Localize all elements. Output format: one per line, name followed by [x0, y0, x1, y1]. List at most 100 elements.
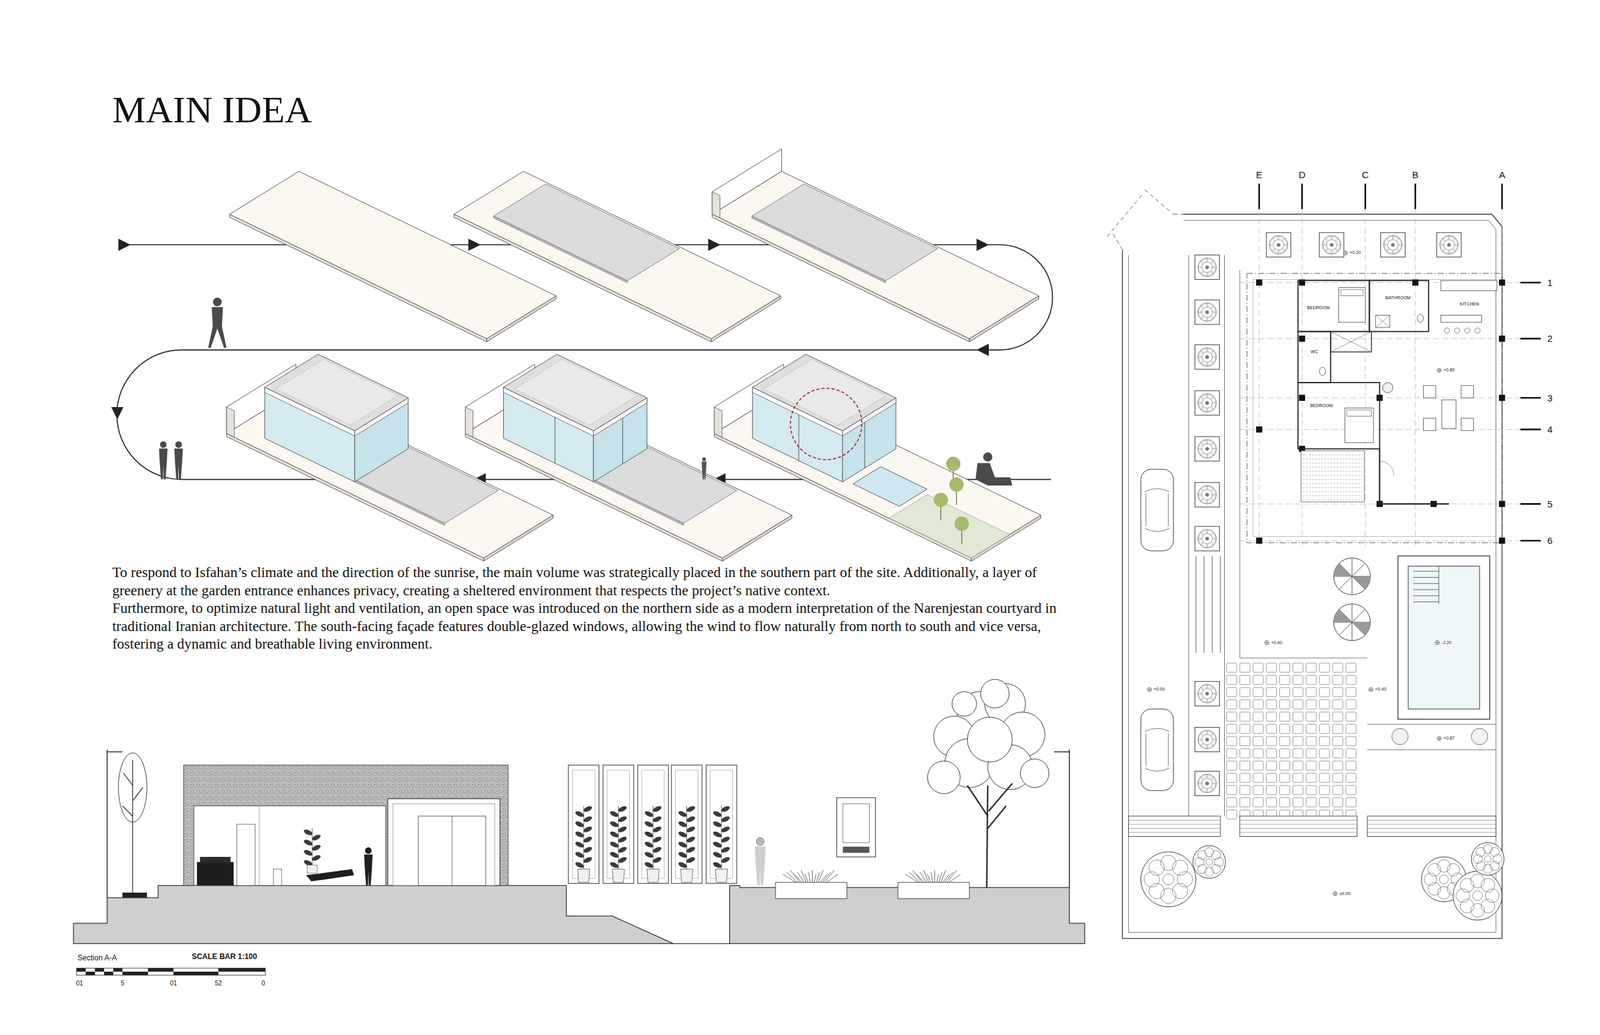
light-well-panel — [671, 765, 703, 885]
paving-tile — [1253, 773, 1264, 784]
driveway-edge — [1188, 255, 1190, 817]
planter-tree — [1205, 781, 1210, 786]
planter-tree — [1205, 537, 1210, 541]
site-wall-edge — [226, 407, 235, 438]
grass-plant — [783, 870, 839, 883]
paving-tile — [1306, 761, 1317, 771]
seated-person — [975, 463, 1013, 486]
description-paragraph: To respond to Isfahan’s climate and the … — [112, 564, 1079, 600]
paving-tile — [1279, 798, 1290, 808]
tree-canopy — [967, 717, 1013, 763]
paving-tile — [1226, 700, 1237, 710]
paving-tile — [1345, 761, 1356, 771]
kitchen-island — [1440, 315, 1482, 323]
paving-tile — [1319, 785, 1330, 795]
planter-tree — [1440, 235, 1459, 255]
plant-leaf — [574, 840, 585, 849]
shrub — [1391, 728, 1408, 745]
terrace-edge — [1239, 270, 1240, 659]
grid-number: 4 — [1547, 424, 1553, 435]
scale-bar — [76, 968, 266, 976]
plant-leaf — [617, 835, 628, 844]
plant-leaf — [582, 815, 593, 824]
paving-tile — [1319, 687, 1330, 698]
flat-volume-edge — [593, 480, 684, 526]
paving-tile — [1292, 736, 1303, 747]
plant-leaf — [617, 825, 628, 834]
paving-tile — [1319, 700, 1330, 710]
grid-line — [1414, 208, 1416, 546]
level-symbol — [1264, 640, 1270, 646]
paving-tile — [1226, 761, 1237, 771]
paving-tile — [1226, 798, 1237, 808]
tree-canopy — [951, 692, 977, 717]
level-symbol — [1437, 368, 1442, 373]
paving-tile — [1292, 687, 1303, 698]
coffee-table — [1441, 399, 1457, 429]
planter-tree — [1440, 235, 1459, 255]
paving-tile — [1306, 663, 1317, 673]
grid-letter: A — [1498, 169, 1506, 181]
planter-tree — [1197, 774, 1216, 793]
terrace-edge — [1367, 724, 1496, 725]
umbrella-panel — [1333, 609, 1353, 623]
paving-tile — [1239, 663, 1250, 673]
paving-tile — [1239, 773, 1250, 784]
level-mark: +0.80 — [1443, 367, 1456, 373]
paving-tile — [1292, 675, 1303, 686]
planter — [1194, 345, 1220, 370]
paving-tile — [1292, 724, 1303, 735]
site-plan — [1107, 183, 1542, 939]
label-holder: Section A-A — [77, 954, 118, 964]
plant-leaf — [712, 850, 723, 859]
paving-tile — [1306, 736, 1317, 747]
scale-number: 0 — [261, 980, 266, 988]
planter — [1194, 299, 1220, 325]
plant-leaf — [617, 845, 628, 854]
scale-number: 01 — [75, 980, 83, 988]
paving-tile — [1239, 675, 1250, 686]
planter-tree — [1205, 737, 1210, 742]
grid-tick — [1364, 183, 1367, 210]
paving-tile — [1292, 761, 1303, 771]
label-holder: 1 — [1547, 277, 1553, 288]
person-figure — [363, 847, 373, 886]
slab-top — [712, 171, 1039, 339]
grid-letter: C — [1362, 169, 1370, 181]
paving-tile — [1226, 736, 1237, 747]
plant-leaf — [643, 820, 654, 829]
planter-tree — [1197, 529, 1216, 548]
structural-column — [1498, 335, 1506, 342]
section-title: Section A-A — [77, 954, 118, 964]
planter-tree — [1197, 257, 1216, 277]
planter-tree — [1197, 348, 1216, 367]
umbrella — [1333, 604, 1371, 642]
flat-volume-edge — [354, 480, 445, 526]
paving-tile — [1332, 761, 1343, 771]
label-holder: To respond to Isfahan’s climate and the … — [112, 564, 1079, 600]
level-symbol — [1264, 640, 1270, 646]
label-holder: +0.20 — [1349, 250, 1362, 256]
plant-leaf — [685, 815, 696, 824]
paving-tile — [1253, 761, 1264, 771]
planter-tree — [1326, 239, 1337, 250]
paving-tile — [1292, 700, 1303, 710]
flat-volume-edge — [493, 215, 628, 283]
section-drawing — [73, 679, 1085, 976]
garden-tree-leaf — [1205, 858, 1213, 866]
level-symbol — [1343, 250, 1348, 256]
flow-arrowhead — [976, 239, 989, 252]
plant-leaf — [712, 820, 723, 829]
plant-pot — [646, 869, 660, 883]
planter-tree — [1197, 439, 1216, 459]
toilet — [1417, 314, 1424, 323]
plant-leaf — [609, 810, 620, 819]
label-holder: +0.87 — [1443, 736, 1456, 742]
paving-tile — [1226, 810, 1237, 820]
planter-tree — [1383, 235, 1402, 255]
planter-tree — [1197, 348, 1216, 367]
plant-leaf — [677, 820, 688, 829]
garden-tree — [1192, 845, 1226, 879]
structural-column — [1256, 426, 1263, 433]
